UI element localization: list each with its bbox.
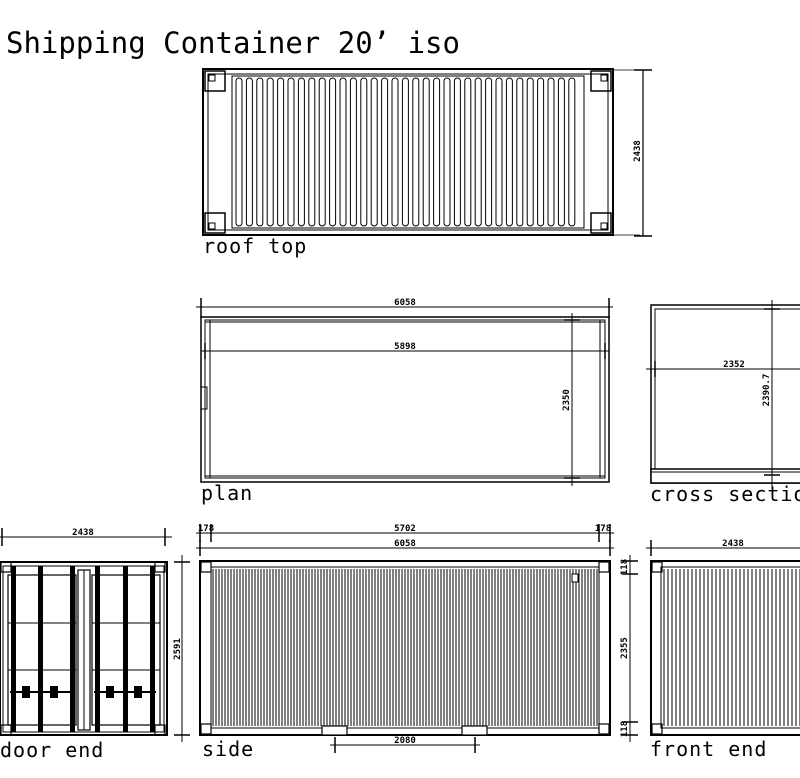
dim-roof-width: 2438 [633,140,643,162]
dim-door-width: 2438 [72,528,94,538]
dim-plan-inner-width: 2350 [562,389,572,411]
roof-corrugations [235,77,576,227]
label-plan: plan [201,481,253,505]
drawing-title: Shipping Container 20’ iso [6,26,460,60]
dim-section-width: 2352 [723,360,745,370]
plan-view: 6058 5898 2350 [196,298,613,486]
dim-plan-inner-length: 5898 [394,342,416,352]
label-front-end: front end [650,737,767,761]
roof-top-view: 2438 [202,68,652,237]
dim-side-inner-length: 5702 [394,524,416,534]
dim-plan-outer-length: 6058 [394,298,416,308]
label-side: side [202,737,254,761]
dim-side-length: 6058 [394,539,416,549]
cross-section-view: 2352 2390.7 [646,300,800,488]
front-end-view: 2438 [646,539,800,736]
label-door-end: door end [0,738,104,762]
door-end-view: 2438 2591 [0,528,190,742]
dim-door-height: 2591 [173,638,183,660]
dim-side-corner-right: 178 [595,524,611,534]
dim-front-width: 2438 [722,539,744,549]
side-view: 178 5702 178 6058 118 2355 118 2080 [196,524,638,753]
dim-side-height: 2355 [620,637,630,659]
front-corrugations [663,569,800,726]
dim-side-top-rail: 118 [620,559,630,575]
dim-side-corner-left: 178 [198,524,214,534]
dim-fork-spacing: 2080 [394,736,416,746]
label-roof-top: roof top [203,234,307,258]
dim-side-bottom-rail: 118 [620,721,630,737]
label-cross-section: cross sectio [650,482,800,506]
side-corrugations [212,569,598,726]
dim-section-height: 2390.7 [762,374,772,407]
